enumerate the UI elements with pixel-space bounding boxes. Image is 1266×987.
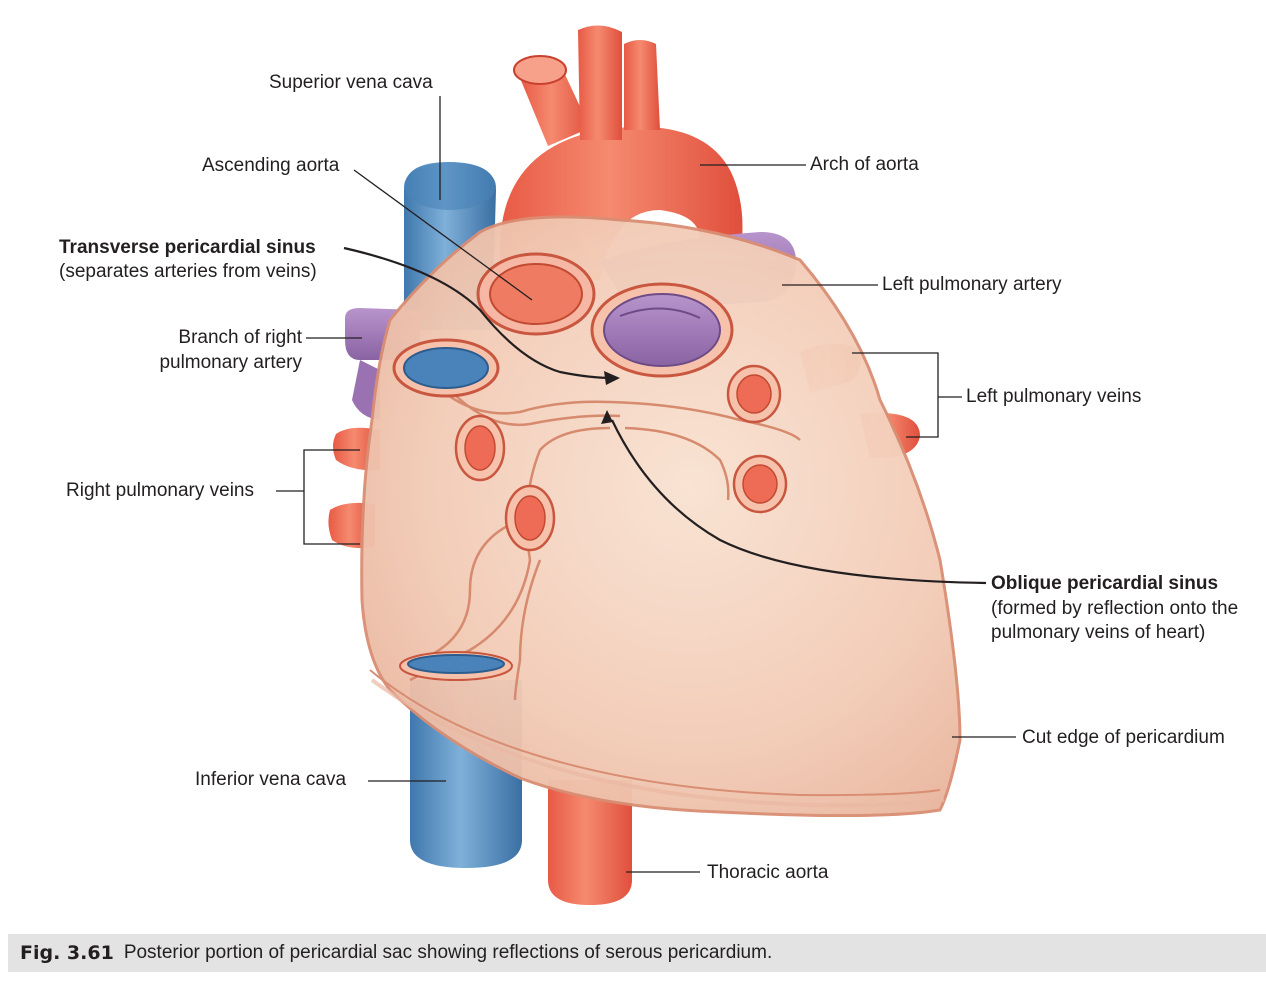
bracket-left-pulmonary-veins (852, 352, 939, 438)
label-left-pulmonary-artery: Left pulmonary artery (882, 274, 1062, 295)
label-arch-of-aorta: Arch of aorta (810, 154, 919, 175)
figure-caption: Fig. 3.61 Posterior portion of pericardi… (8, 934, 1266, 972)
label-oblique-sinus-sub1: (formed by reflection onto the (991, 598, 1239, 619)
brachiocephalic-trunk (520, 66, 590, 146)
label-right-pulmonary-veins: Right pulmonary veins (66, 480, 254, 501)
pericardial-sac-illustration (276, 25, 1016, 905)
label-oblique-sinus-sub2: pulmonary veins of heart) (991, 622, 1206, 643)
label-branch-right-pa-1: Branch of right (178, 327, 302, 348)
label-ascending-aorta: Ascending aorta (202, 155, 340, 176)
bracket-right-pulmonary-veins (303, 449, 360, 545)
label-branch-right-pa-2: pulmonary artery (159, 352, 302, 373)
label-left-pulmonary-veins: Left pulmonary veins (966, 386, 1142, 407)
arrow-oblique-sinus (611, 419, 987, 585)
leader-ascending-aorta (353, 169, 533, 301)
figure-caption-text: Posterior portion of pericardial sac sho… (123, 942, 773, 963)
label-superior-vena-cava: Superior vena cava (269, 72, 433, 93)
arrow-transverse-sinus (343, 246, 613, 380)
transverse-sinus-title: Transverse pericardial sinus (59, 237, 316, 258)
label-inferior-vena-cava: Inferior vena cava (195, 769, 347, 790)
left-common-carotid (578, 25, 622, 141)
label-oblique-sinus: Oblique pericardial sinus (991, 571, 1218, 596)
label-transverse-sinus-sub: (separates arteries from veins) (59, 261, 317, 282)
oblique-sinus-title: Oblique pericardial sinus (991, 573, 1219, 594)
figure-number: Fig. 3.61 (20, 942, 114, 964)
label-thoracic-aorta: Thoracic aorta (707, 862, 829, 883)
thoracic-aorta (548, 780, 632, 905)
label-transverse-sinus: Transverse pericardial sinus (59, 235, 316, 260)
label-cut-edge: Cut edge of pericardium (1022, 727, 1225, 748)
left-subclavian (624, 40, 660, 130)
